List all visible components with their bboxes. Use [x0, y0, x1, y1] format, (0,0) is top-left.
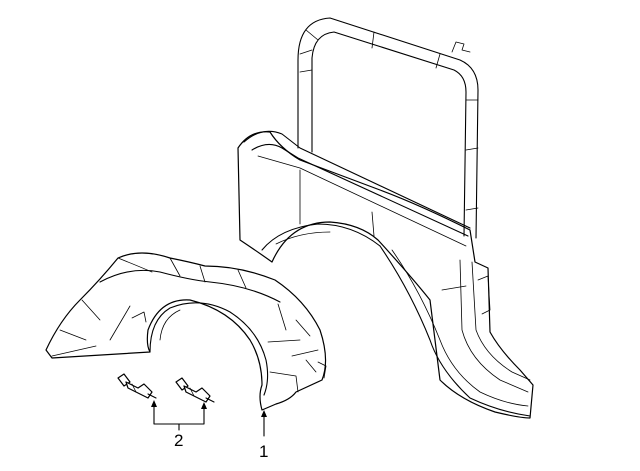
quarter-panel-body-side — [237, 130, 534, 419]
push-pin-fastener-right — [175, 377, 215, 403]
callout-1-leader — [261, 410, 267, 437]
push-pin-fastener-left — [117, 373, 157, 399]
roll-bar-frame — [297, 17, 479, 239]
wheelhouse-liner-part — [45, 252, 327, 411]
callout-label-1: 1 — [259, 442, 268, 461]
callout-label-2: 2 — [174, 431, 183, 450]
callout-2-leader — [151, 400, 207, 431]
